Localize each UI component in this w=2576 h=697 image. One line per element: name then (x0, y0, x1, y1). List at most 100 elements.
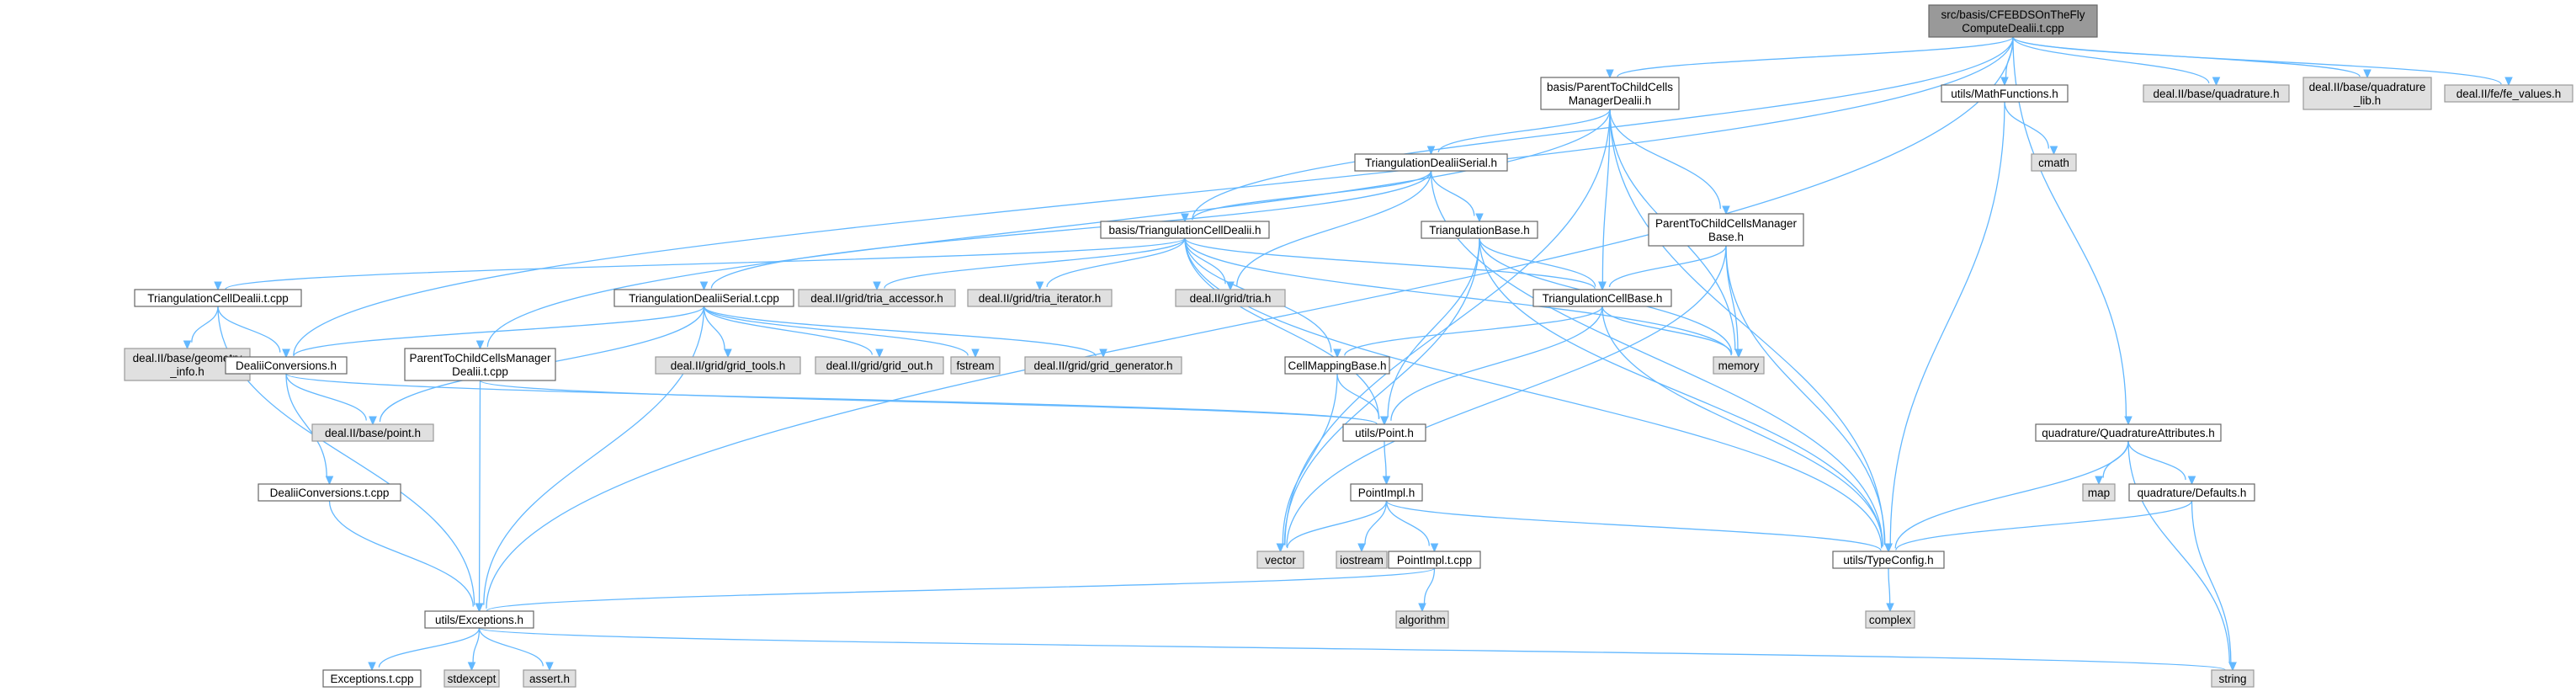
edge-p2c-mgr-base-h-to-memory (1725, 245, 1743, 359)
node-box (1256, 551, 1304, 569)
node-typeconfig-h[interactable]: utils/TypeConfig.h (1832, 551, 1945, 569)
node-label: basis/ParentToChildCells (1547, 81, 1673, 93)
node-box (322, 669, 422, 688)
node-tri-cell-base-h[interactable]: TriangulationCellBase.h (1532, 289, 1672, 307)
node-memory: memory (1713, 356, 1765, 375)
node-label: utils/TypeConfig.h (1843, 554, 1933, 567)
node-dealii-conversions-t-cpp[interactable]: DealiiConversions.t.cpp (258, 483, 401, 502)
edge-quad-defaults-h-to-string (2191, 500, 2237, 672)
edge-pointimpl-h-to-iostream (1357, 500, 1388, 553)
edge-quad-defaults-h-to-typeconfig-h (1884, 500, 2193, 553)
edge-p2c-mgr-dealii-t-cpp-to-utils-point-h (479, 380, 1389, 426)
edge-tri-dealii-serial-t-cpp-to-grid-tools-h (703, 306, 732, 359)
node-vector: vector (1256, 551, 1304, 569)
node-tri-cell-dealii-h[interactable]: basis/TriangulationCellDealii.h (1100, 221, 1270, 239)
edge-quad-attributes-h-to-string (2127, 440, 2237, 672)
node-box (225, 356, 348, 375)
node-label: deal.II/base/geometry (133, 352, 242, 364)
node-box (2035, 423, 2222, 442)
node-box (2143, 84, 2290, 103)
edge-root-to-exceptions-h (475, 36, 2014, 613)
node-label: deal.II/fe/fe_values.h (2456, 88, 2562, 100)
node-root[interactable]: src/basis/CFEBDSOnTheFlyComputeDealii.t.… (1928, 4, 2098, 38)
node-pointimpl-t-cpp[interactable]: PointImpl.t.cpp (1388, 551, 1481, 569)
node-box (311, 423, 434, 442)
edge-dealii-conversions-h-to-utils-point-h (285, 373, 1389, 426)
node-tri-cell-dealii-t-cpp[interactable]: TriangulationCellDealii.t.cpp (134, 289, 302, 307)
node-box (2211, 669, 2255, 688)
node-box (613, 289, 794, 307)
edge-tri-cell-dealii-t-cpp-to-geometry-info-h (183, 306, 219, 350)
node-box (1421, 221, 1538, 239)
node-label: Dealii.t.cpp (452, 365, 508, 378)
node-exceptions-t-cpp[interactable]: Exceptions.t.cpp (322, 669, 422, 688)
edge-typeconfig-h-to-complex (1886, 567, 1894, 613)
node-box (1284, 356, 1390, 375)
edge-tri-base-h-to-tri-cell-base-h (1479, 237, 1607, 291)
node-label: string (2218, 673, 2246, 685)
node-fe-values-h: deal.II/fe/fe_values.h (2444, 84, 2573, 103)
edge-tri-dealii-serial-t-cpp-to-dealii-conversions-h (282, 306, 705, 359)
edge-tri-cell-base-h-to-memory (1601, 306, 1743, 359)
node-label: TriangulationDealiiSerial.h (1365, 157, 1497, 169)
edge-quad-attributes-h-to-quad-defaults-h (2127, 440, 2196, 486)
node-tri-dealii-serial-t-cpp[interactable]: TriangulationDealiiSerial.t.cpp (613, 289, 794, 307)
node-grid-tools-h: deal.II/grid/grid_tools.h (655, 356, 801, 375)
edge-tri-dealii-serial-h-to-tri-dealii-serial-t-cpp (699, 170, 1432, 291)
edge-exceptions-h-to-assert-h (478, 627, 554, 672)
node-label: complex (1869, 614, 1912, 626)
node-box (1865, 610, 1915, 629)
edge-tri-dealii-serial-t-cpp-to-grid-out-h (703, 306, 884, 359)
node-label: ManagerDealii.h (1569, 94, 1651, 107)
node-quad-attributes-h[interactable]: quadrature/QuadratureAttributes.h (2035, 423, 2222, 442)
node-label: ParentToChildCellsManager (409, 352, 551, 364)
edge-p2c-mgr-dealii-t-cpp-to-exceptions-h (475, 380, 484, 613)
node-pointimpl-h[interactable]: PointImpl.h (1350, 483, 1423, 502)
node-label: ComputeDealii.t.cpp (1962, 22, 2064, 35)
node-label: deal.II/grid/tria_iterator.h (979, 292, 1102, 305)
edge-exceptions-h-to-exceptions-t-cpp (368, 627, 481, 672)
node-label: DealiiConversions.h (236, 359, 337, 372)
node-cell-mapping-base-h[interactable]: CellMappingBase.h (1284, 356, 1390, 375)
node-box (1941, 84, 2069, 103)
edge-pointimpl-t-cpp-to-exceptions-h (475, 567, 1436, 613)
node-tria-accessor-h: deal.II/grid/tria_accessor.h (798, 289, 956, 307)
node-dealii-conversions-h[interactable]: DealiiConversions.h (225, 356, 348, 375)
node-box (2444, 84, 2573, 103)
node-box (2031, 153, 2077, 172)
node-box (523, 669, 576, 688)
edge-exceptions-h-to-string (478, 627, 2237, 672)
node-assert-h: assert.h (523, 669, 576, 688)
node-box (2128, 483, 2255, 502)
edge-tri-dealii-serial-h-to-tri-base-h (1430, 170, 1484, 223)
edge-tri-cell-dealii-h-to-tria-accessor-h (873, 237, 1186, 291)
node-exceptions-h[interactable]: utils/Exceptions.h (424, 610, 534, 629)
edge-tri-dealii-serial-t-cpp-to-grid-generator-h (703, 306, 1107, 359)
node-label: DealiiConversions.t.cpp (270, 487, 390, 499)
node-box (1354, 153, 1508, 172)
node-tri-dealii-serial-h[interactable]: TriangulationDealiiSerial.h (1354, 153, 1508, 172)
node-point-h-dealii: deal.II/base/point.h (311, 423, 434, 442)
node-quadrature-lib-h: deal.II/base/quadrature_lib.h (2302, 77, 2432, 110)
edge-pointimpl-h-to-pointimpl-t-cpp (1385, 500, 1439, 553)
node-label: deal.II/grid/grid_tools.h (671, 359, 786, 372)
node-box (1024, 356, 1182, 375)
node-label: deal.II/base/quadrature (2309, 81, 2426, 93)
node-box (1540, 77, 1680, 110)
node-mathfunctions-h[interactable]: utils/MathFunctions.h (1941, 84, 2069, 103)
node-tri-base-h[interactable]: TriangulationBase.h (1421, 221, 1538, 239)
edge-p2c-mgr-dealii-h-to-tri-dealii-serial-h (1426, 109, 1611, 156)
node-box (1928, 4, 2098, 38)
node-box (655, 356, 801, 375)
edge-tri-cell-base-h-to-utils-point-h (1380, 306, 1603, 426)
edge-p2c-mgr-dealii-h-to-p2c-mgr-dealii-t-cpp (475, 109, 1611, 350)
node-label: deal.II/grid/tria.h (1190, 292, 1272, 305)
node-utils-point-h[interactable]: utils/Point.h (1342, 423, 1426, 442)
node-quad-defaults-h[interactable]: quadrature/Defaults.h (2128, 483, 2255, 502)
node-label: iostream (1340, 554, 1384, 567)
node-label: utils/Exceptions.h (435, 614, 523, 626)
